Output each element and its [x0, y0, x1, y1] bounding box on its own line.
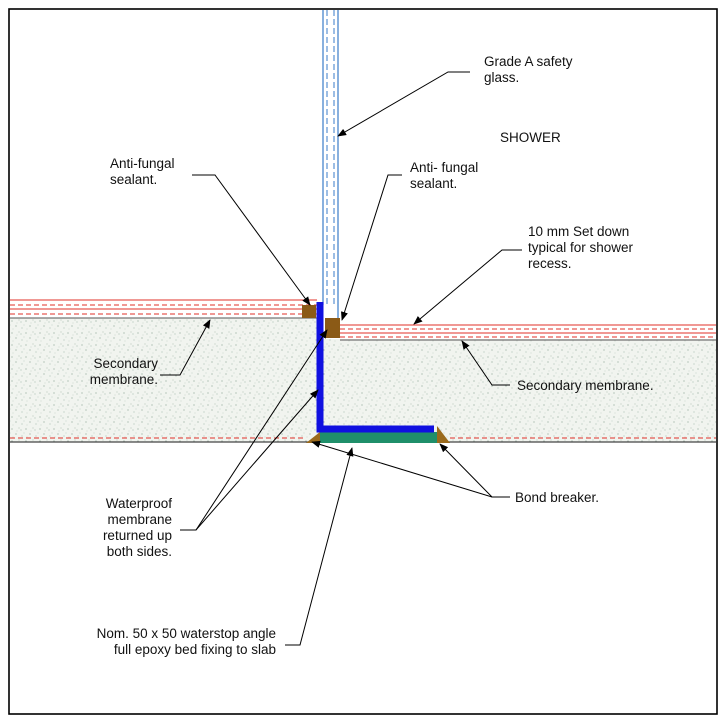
label-line: Secondary — [93, 356, 158, 371]
label-secondary-membrane-right: Secondary membrane. — [517, 378, 654, 393]
waterstop-angle — [316, 302, 434, 433]
label-line: sealant. — [410, 176, 457, 191]
label-line: Bond breaker. — [515, 490, 599, 505]
label-line: full epoxy bed fixing to slab — [114, 642, 276, 657]
secondary-membrane-left-layers — [10, 299, 317, 319]
label-line: membrane. — [90, 372, 158, 387]
label-line: returned up — [103, 528, 172, 543]
label-line: glass. — [484, 70, 519, 85]
label-line: recess. — [528, 256, 572, 271]
label-bond-breaker: Bond breaker. — [515, 490, 599, 505]
label-line: sealant. — [110, 172, 157, 187]
label-line: SHOWER — [500, 130, 561, 145]
label-line: Anti-fungal — [110, 156, 175, 171]
anti-fungal-sealant-left — [302, 305, 316, 318]
screed-left — [10, 318, 317, 442]
label-line: Secondary membrane. — [517, 378, 654, 393]
label-line: Nom. 50 x 50 waterstop angle — [97, 626, 276, 641]
label-line: membrane — [107, 512, 172, 527]
bond-breaker-fillet-left — [306, 432, 320, 443]
label-line: Grade A safety — [484, 54, 573, 69]
label-line: 10 mm Set down — [528, 224, 629, 239]
label-line: both sides. — [107, 544, 172, 559]
bond-breaker-fillet-right — [437, 426, 450, 443]
secondary-membrane-right-layers — [340, 324, 716, 341]
label-shower: SHOWER — [500, 130, 561, 145]
anti-fungal-sealant-right — [325, 318, 340, 338]
label-line: Waterproof — [106, 496, 173, 511]
label-line: typical for shower — [528, 240, 634, 255]
leader-lines — [160, 71, 522, 646]
label-line: Anti- fungal — [410, 160, 478, 175]
epoxy-bed — [320, 432, 437, 443]
screed-right — [317, 339, 716, 442]
safety-glass-panel — [322, 10, 339, 318]
